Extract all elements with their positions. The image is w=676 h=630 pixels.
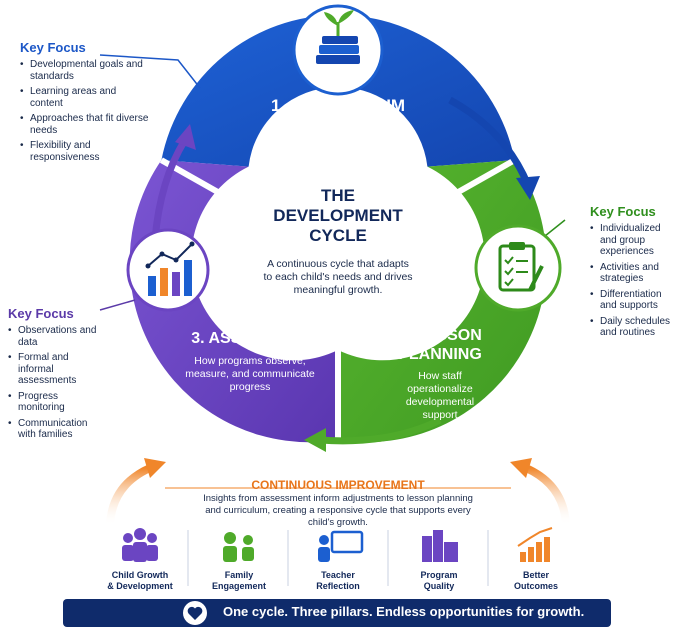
banner-text: One cycle. Three pillars. Endless opport…	[223, 604, 585, 619]
assessment-subtitle: How programs observe, measure, and commu…	[170, 355, 330, 394]
lesson-planning-segment	[338, 160, 547, 443]
outcome-label: Quality	[423, 581, 455, 591]
outcome-label: & Development	[107, 581, 173, 591]
subtitle-line: developmental	[405, 396, 475, 408]
subtitle-line: How programs observe,	[194, 355, 306, 367]
subtitle-line: support	[422, 409, 458, 421]
list-item: Flexibility and responsiveness	[20, 140, 150, 163]
heart-icon	[183, 601, 207, 625]
arrow-assessment-to-curriculum	[151, 138, 188, 241]
arrow-curriculum-to-lesson	[448, 96, 532, 187]
list-item: Communication with families	[8, 418, 100, 441]
outcome-child-growth: Child Growth & Development	[95, 570, 185, 592]
continuous-improvement-description: Insights from assessment inform adjustme…	[203, 493, 473, 528]
list-item: Formal and informal assessments	[8, 352, 100, 387]
key-focus-curriculum: Key Focus Developmental goals and standa…	[20, 40, 150, 167]
list-item: Observations and data	[8, 325, 100, 348]
title-line: PLANNING	[398, 346, 482, 363]
subtitle-line: being supported toward	[283, 133, 393, 145]
key-focus-lesson-planning: Key Focus Individualized and group exper…	[590, 204, 674, 343]
curriculum-segment	[161, 14, 515, 167]
assessment-title: 3. ASSESSMENT	[191, 330, 319, 347]
outcome-label: Engagement	[211, 581, 266, 591]
arrow-lesson-to-assessment	[319, 416, 442, 445]
teacher-board-icon	[318, 530, 364, 562]
clipboard-checklist-icon	[474, 224, 562, 312]
key-focus-title: Key Focus	[8, 306, 74, 321]
footer-banner: One cycle. Three pillars. Endless opport…	[63, 599, 611, 627]
subtitle-line: operationalize	[407, 383, 473, 395]
subtitle-line: What children are	[296, 120, 380, 132]
outcome-label: Child Growth	[111, 570, 169, 580]
growth-chart-icon	[517, 527, 553, 562]
curriculum-title: 1. CURRICULUM	[270, 96, 406, 115]
title-line: CYCLE	[309, 226, 367, 245]
continuous-improvement-title: CONTINUOUS IMPROVEMENT	[251, 478, 425, 492]
subtitle-line: measure, and communicate	[185, 368, 315, 380]
list-item: Learning areas and content	[20, 86, 150, 109]
outcome-family-engagement: Family Engagement	[194, 570, 284, 592]
list-item: Individualized and group experiences	[590, 223, 674, 258]
title-line: DEVELOPMENT	[273, 206, 403, 225]
outcome-label: Better	[522, 570, 549, 580]
outcome-teacher-reflection: Teacher Reflection	[293, 570, 383, 592]
improvement-arrow-left	[106, 464, 152, 526]
outcome-label: Teacher	[321, 570, 355, 580]
outcome-label: Outcomes	[513, 581, 558, 591]
list-item: Daily schedules and routines	[590, 316, 674, 339]
title-line: THE	[321, 186, 355, 205]
assessment-segment	[129, 160, 338, 443]
outcome-label: Reflection	[316, 581, 360, 591]
bar-chart-icon	[126, 228, 210, 312]
list-item: Approaches that fit diverse needs	[20, 113, 150, 136]
center-title: THE DEVELOPMENT CYCLE	[258, 186, 418, 246]
curriculum-subtitle: What children are being supported toward	[238, 120, 438, 146]
books-plant-icon	[292, 4, 384, 96]
outcome-label: Program	[420, 570, 458, 580]
subtitle-line: progress	[229, 381, 271, 393]
list-item: Progress monitoring	[8, 391, 100, 414]
lesson-planning-title: 2. LESSON PLANNING	[380, 326, 500, 364]
outcome-better-outcomes: Better Outcomes	[491, 570, 581, 592]
center-description: A continuous cycle that adapts to each c…	[263, 258, 413, 296]
improvement-arrow-right	[524, 464, 570, 526]
key-focus-assessment: Key Focus Observations and data Formal a…	[8, 306, 100, 445]
list-item: Activities and strategies	[590, 262, 674, 285]
buildings-icon	[422, 530, 458, 562]
key-focus-title: Key Focus	[590, 204, 656, 219]
subtitle-line: How staff	[418, 370, 462, 382]
list-item: Differentiation and supports	[590, 289, 674, 312]
title-line: 2. LESSON	[398, 327, 482, 344]
center-circle	[246, 160, 430, 344]
list-item: Developmental goals and standards	[20, 59, 150, 82]
children-group-icon	[122, 528, 158, 562]
outcome-label: Family	[224, 570, 254, 580]
lesson-planning-subtitle: How staff operationalize developmental s…	[380, 370, 500, 422]
outcome-program-quality: Program Quality	[394, 570, 484, 592]
family-icon	[223, 532, 254, 562]
key-focus-title: Key Focus	[20, 40, 86, 55]
